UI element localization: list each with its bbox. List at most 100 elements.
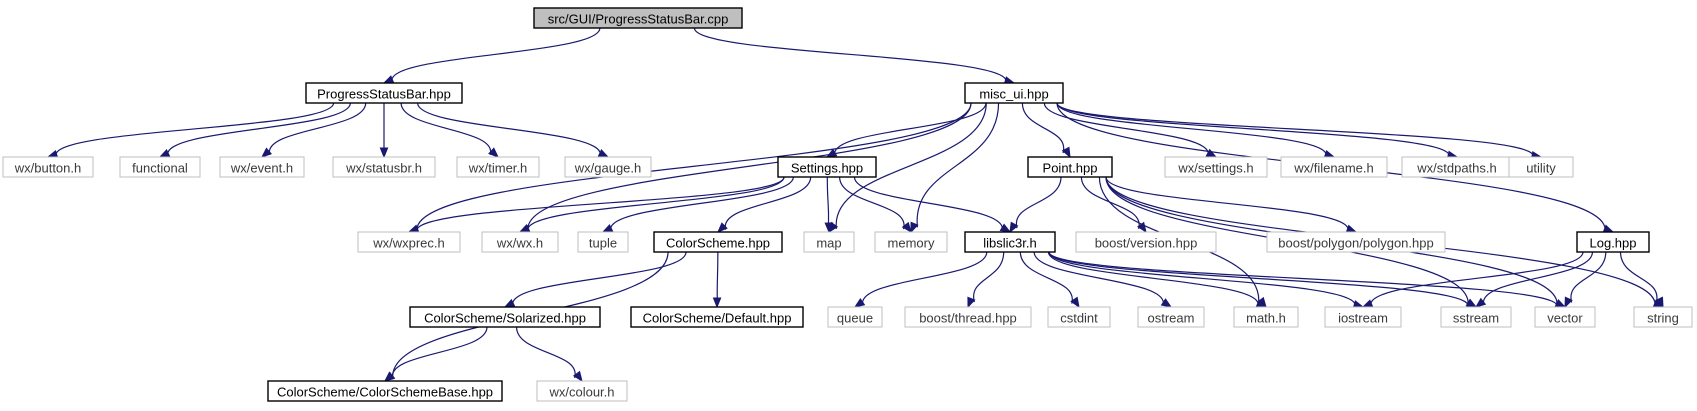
edge-root-to-psb_hpp — [382, 27, 601, 84]
node-wx-filename[interactable]: wx/filename.h — [1280, 156, 1388, 178]
node-box — [904, 306, 1032, 328]
edge-line — [391, 27, 601, 83]
node-box — [1075, 231, 1217, 253]
node-log[interactable]: Log.hpp — [1576, 231, 1650, 253]
node-cs-base[interactable]: ColorScheme/ColorSchemeBase.hpp — [267, 380, 503, 402]
node-wx-timer[interactable]: wx/timer.h — [456, 156, 540, 178]
node-box — [456, 156, 540, 178]
node-cs-solarized[interactable]: ColorScheme/Solarized.hpp — [409, 306, 601, 328]
node-box — [577, 231, 629, 253]
node-misc-ui[interactable]: misc_ui.hpp — [964, 82, 1064, 104]
node-settings[interactable]: Settings.hpp — [777, 156, 877, 178]
node-label: wx/wxprec.h — [372, 236, 445, 251]
node-functional[interactable]: functional — [119, 156, 201, 178]
edge-arrowhead — [1564, 296, 1573, 309]
edge-arrowhead — [901, 221, 912, 234]
edge-line — [834, 102, 987, 156]
node-box — [1233, 306, 1299, 328]
node-box — [630, 306, 804, 328]
node-root[interactable]: src/GUI/ProgressStatusBar.cpp — [533, 7, 743, 29]
node-wx-event[interactable]: wx/event.h — [219, 156, 305, 178]
node-box — [2, 156, 94, 178]
node-box — [1164, 156, 1268, 178]
node-boost-thread[interactable]: boost/thread.hpp — [904, 306, 1032, 328]
node-cstdint[interactable]: cstdint — [1047, 306, 1111, 328]
edge-settings-to-wx_wx — [518, 176, 785, 233]
node-box — [1576, 231, 1650, 253]
node-box — [1137, 306, 1205, 328]
edge-settings-to-tuple — [601, 176, 794, 233]
node-vector[interactable]: vector — [1534, 306, 1596, 328]
node-box — [119, 156, 201, 178]
node-wx-settings[interactable]: wx/settings.h — [1164, 156, 1268, 178]
node-cs-default[interactable]: ColorScheme/Default.hpp — [630, 306, 804, 328]
edge-psb_hpp-to-wx_statusbr — [379, 102, 389, 159]
edge-libslic3r-to-cstdint — [1019, 251, 1080, 309]
node-label: wx/filename.h — [1293, 161, 1373, 176]
edge-line — [392, 326, 488, 380]
edge-settings-to-map — [824, 176, 834, 234]
edge-arrowhead — [1655, 296, 1664, 309]
node-box — [481, 231, 559, 253]
node-wx-stdpaths[interactable]: wx/stdpaths.h — [1401, 156, 1513, 178]
edge-line — [1048, 251, 1356, 307]
node-label: ostream — [1148, 311, 1195, 326]
edge-arrowhead — [1009, 221, 1019, 234]
edge-line — [1043, 102, 1209, 156]
edge-arrowhead — [1061, 146, 1071, 159]
node-wx-wxprec[interactable]: wx/wxprec.h — [357, 231, 461, 253]
edge-libslic3r-to-vector — [1048, 251, 1567, 310]
edge-point-to-libslic3r — [1009, 176, 1062, 234]
node-utility[interactable]: utility — [1508, 156, 1574, 178]
node-box — [1324, 306, 1402, 328]
node-box — [1440, 306, 1512, 328]
node-label: boost/polygon/polygon.hpp — [1278, 236, 1433, 251]
node-boost-version[interactable]: boost/version.hpp — [1075, 231, 1217, 253]
edge-misc_ui-to-utility — [1056, 102, 1543, 160]
edge-arrowhead — [260, 147, 273, 158]
node-wx-colour[interactable]: wx/colour.h — [536, 380, 628, 402]
node-box — [1266, 231, 1446, 253]
node-ostream[interactable]: ostream — [1137, 306, 1205, 328]
edge-line — [1047, 251, 1259, 307]
node-map[interactable]: map — [803, 231, 855, 253]
node-point[interactable]: Point.hpp — [1027, 156, 1113, 178]
node-label: map — [816, 236, 841, 251]
node-label: wx/wx.h — [496, 236, 543, 251]
node-box — [409, 306, 601, 328]
node-wx-gauge[interactable]: wx/gauge.h — [564, 156, 652, 178]
node-label: ColorScheme/Solarized.hpp — [424, 311, 586, 326]
edge-misc_ui-to-wx_stdpaths — [1056, 102, 1459, 160]
node-queue[interactable]: queue — [827, 306, 883, 328]
node-iostream[interactable]: iostream — [1324, 306, 1402, 328]
node-label: wx/event.h — [230, 161, 293, 176]
edge-line — [1105, 176, 1349, 232]
edge-arrowhead — [1474, 297, 1487, 308]
edge-arrowhead — [717, 222, 728, 233]
node-label: cstdint — [1060, 311, 1098, 326]
node-string[interactable]: string — [1633, 306, 1693, 328]
edge-arrowhead — [910, 221, 919, 234]
node-box — [827, 306, 883, 328]
node-memory[interactable]: memory — [874, 231, 948, 253]
node-label: wx/stdpaths.h — [1416, 161, 1497, 176]
edge-line — [724, 176, 812, 230]
node-label: ProgressStatusBar.hpp — [317, 87, 451, 102]
node-tuple[interactable]: tuple — [577, 231, 629, 253]
edge-line — [862, 251, 988, 306]
node-sstream[interactable]: sstream — [1440, 306, 1512, 328]
edge-libslic3r-to-math_h — [1047, 251, 1268, 308]
node-colorscheme[interactable]: ColorScheme.hpp — [653, 231, 783, 253]
node-boost-polygon[interactable]: boost/polygon/polygon.hpp — [1266, 231, 1446, 253]
node-wx-statusbr[interactable]: wx/statusbr.h — [332, 156, 436, 178]
node-libslic3r[interactable]: libslic3r.h — [964, 231, 1056, 253]
node-wx-button[interactable]: wx/button.h — [2, 156, 94, 178]
edge-line — [853, 176, 1003, 231]
node-math-h[interactable]: math.h — [1233, 306, 1299, 328]
node-wx-wx[interactable]: wx/wx.h — [481, 231, 559, 253]
node-psb-hpp[interactable]: ProgressStatusBar.hpp — [305, 82, 463, 104]
edge-arrowhead — [379, 147, 389, 159]
node-box — [964, 231, 1056, 253]
edge-root-to-misc_ui — [693, 27, 1016, 85]
node-label: wx/statusbr.h — [345, 161, 422, 176]
